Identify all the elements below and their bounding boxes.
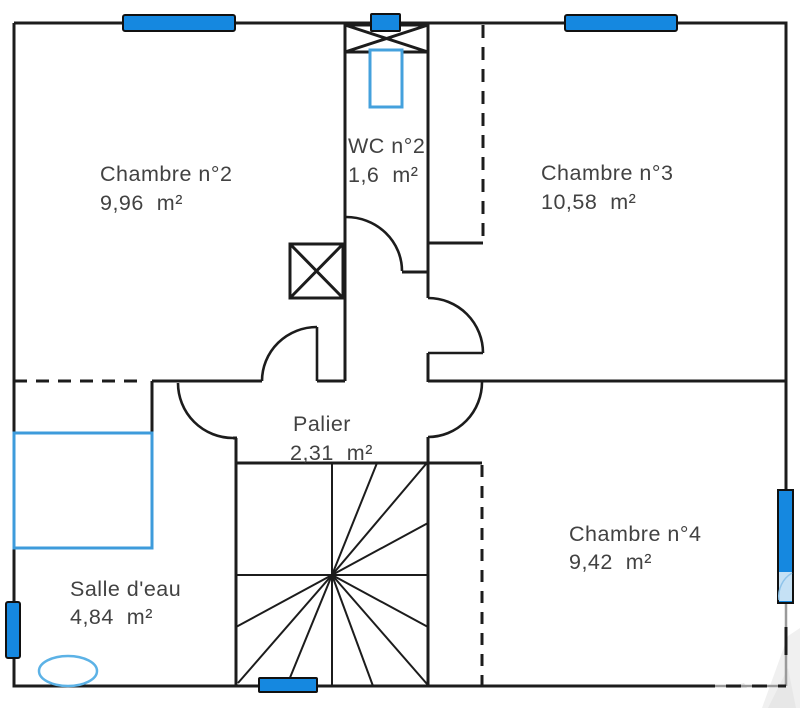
room-area-chambre4: 9,42 m² — [569, 550, 652, 574]
room-label-salle-deau: Salle d'eau — [70, 577, 181, 601]
outer-wall-faded-dashes — [700, 627, 788, 688]
fixtures — [12, 48, 404, 688]
door-chambre2 — [260, 325, 319, 382]
room-label-chambre3: Chambre n°3 — [541, 161, 673, 185]
window-bottom-stairs — [258, 677, 318, 693]
door-salle-deau — [176, 382, 234, 440]
winder-staircase — [235, 462, 429, 687]
washbasin — [37, 654, 99, 688]
window-top-left — [122, 14, 236, 32]
toilet — [368, 48, 404, 109]
room-label-chambre2: Chambre n°2 — [100, 162, 232, 186]
dashed-lines — [14, 25, 485, 686]
room-label-palier: Palier — [293, 412, 351, 436]
room-labels: Chambre n°2 9,96 m² WC n°2 1,6 m² Chambr… — [70, 134, 701, 629]
room-area-salle-deau: 4,84 m² — [70, 605, 153, 629]
outer-walls — [12, 21, 788, 688]
window-top-right — [564, 14, 678, 32]
room-label-chambre4: Chambre n°4 — [569, 522, 701, 546]
window-top-wc — [370, 13, 401, 32]
room-area-wc2: 1,6 m² — [348, 163, 418, 187]
room-area-chambre2: 9,96 m² — [100, 191, 183, 215]
door-chambre3 — [427, 296, 485, 355]
shower-tray — [12, 431, 154, 550]
room-area-chambre3: 10,58 m² — [541, 190, 636, 214]
windows — [5, 13, 794, 693]
window-left-salle-deau — [5, 601, 21, 659]
door-chambre4 — [427, 381, 484, 439]
door-wc — [345, 215, 404, 272]
room-area-palier: 2,31 m² — [290, 441, 373, 465]
interior-walls — [150, 23, 786, 686]
doors — [176, 215, 485, 440]
room-label-wc2: WC n°2 — [348, 134, 425, 158]
window-right-chambre4 — [777, 489, 794, 604]
duct-shaft-chimney — [288, 242, 345, 300]
